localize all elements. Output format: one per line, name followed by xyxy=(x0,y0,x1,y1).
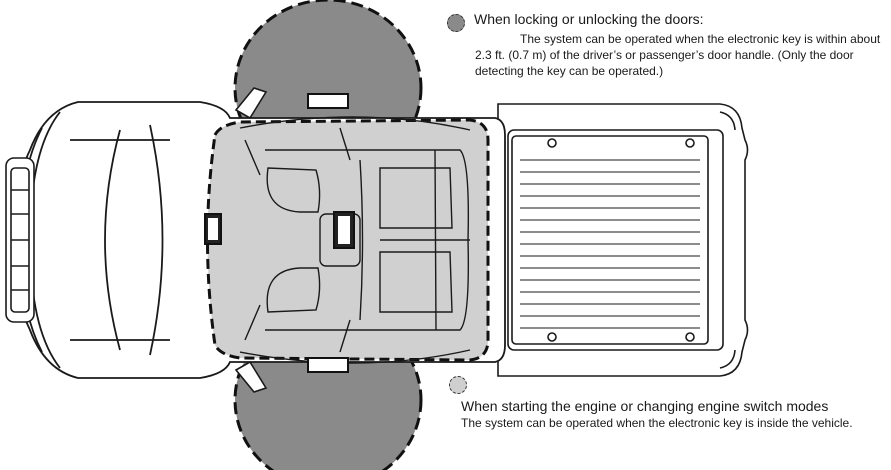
cabin-interior xyxy=(239,116,471,364)
cabin-range-description: The system can be operated when the elec… xyxy=(461,416,853,430)
truck-bed xyxy=(497,103,749,377)
cabin-range-heading: When starting the engine or changing eng… xyxy=(461,398,829,414)
door-range-swatch xyxy=(447,14,465,32)
bed-ribs xyxy=(520,159,700,329)
grille xyxy=(5,157,35,323)
antenna-driver-door xyxy=(307,93,349,109)
door-range-description: The system can be operated when the elec… xyxy=(475,32,881,78)
door-range-heading: When locking or unlocking the doors: xyxy=(474,11,704,27)
cabin-range-swatch xyxy=(449,376,467,394)
key-antennas xyxy=(204,93,355,373)
antenna-passenger-door xyxy=(307,357,349,373)
side-mirrors xyxy=(234,87,268,393)
